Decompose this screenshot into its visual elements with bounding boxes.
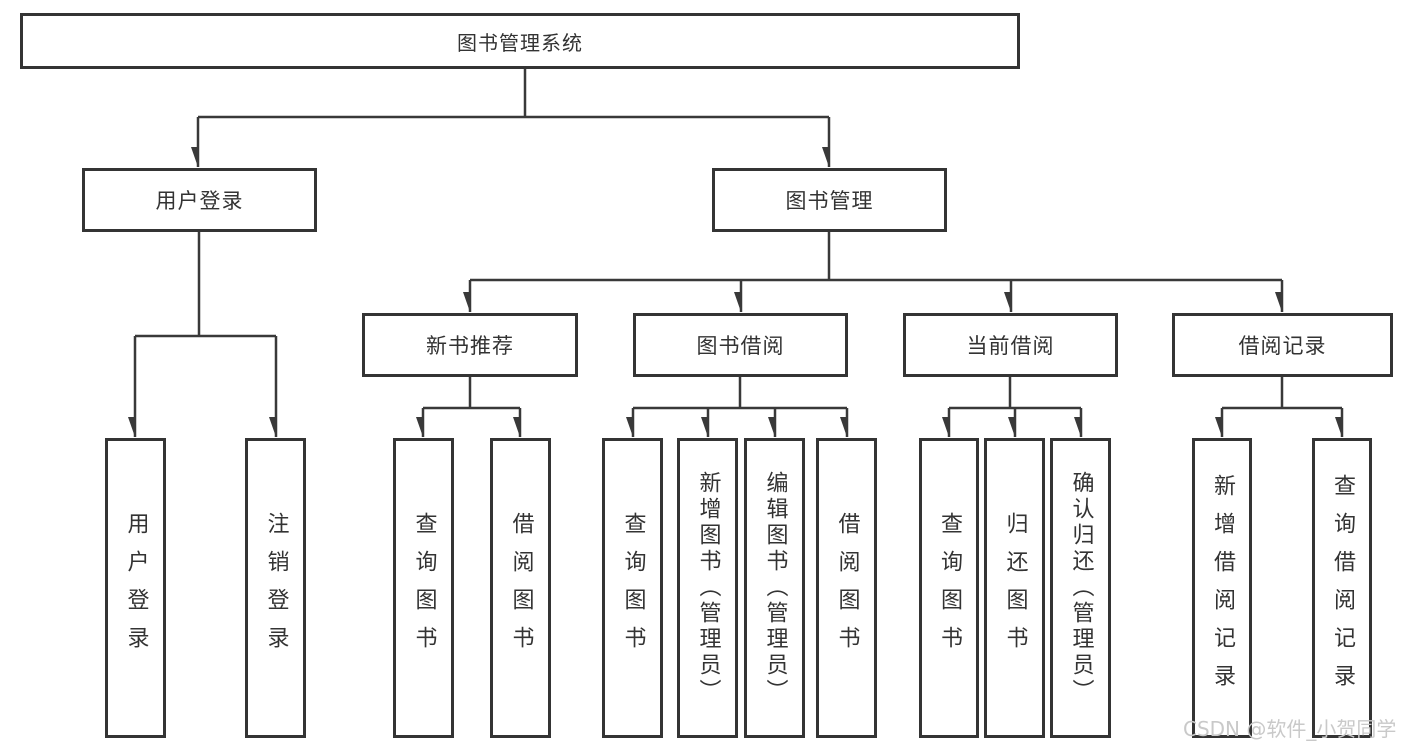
- node-label: 图书管理: [785, 189, 874, 213]
- node-label: 借阅图书: [834, 512, 860, 664]
- node-label: 查询图书: [620, 512, 646, 664]
- node-label: 新增借阅记录: [1210, 474, 1235, 702]
- node-label: 当前借阅: [966, 334, 1055, 358]
- node-book-borrowing: 图书借阅: [633, 313, 848, 377]
- node-label: 注销登录: [263, 512, 289, 664]
- node-label: 新书推荐: [426, 334, 514, 358]
- leaf-query-books-current: 查询图书: [919, 438, 979, 738]
- node-current-borrowing: 当前借阅: [903, 313, 1118, 377]
- leaf-borrow-books-recommendation: 借阅图书: [490, 438, 551, 738]
- node-label: 新增图书（管理员）: [695, 471, 721, 705]
- leaf-user-login: 用户登录: [105, 438, 166, 738]
- node-label: 图书管理系统: [457, 30, 583, 55]
- leaf-confirm-return-admin: 确认归还（管理员）: [1050, 438, 1111, 738]
- leaf-query-books-borrowing: 查询图书: [602, 438, 663, 738]
- node-label: 查询借阅记录: [1330, 474, 1355, 702]
- node-library-management-system: 图书管理系统: [20, 13, 1020, 69]
- node-label: 查询图书: [411, 512, 437, 664]
- watermark: CSDN @软件_小贺同学: [1183, 717, 1397, 741]
- leaf-return-book: 归还图书: [984, 438, 1045, 738]
- node-user-login-group: 用户登录: [82, 168, 317, 232]
- node-label: 图书借阅: [696, 334, 785, 358]
- node-label: 归还图书: [1002, 512, 1028, 664]
- node-label: 编辑图书（管理员）: [762, 471, 788, 705]
- node-label: 用户登录: [123, 512, 149, 664]
- node-label: 借阅记录: [1238, 334, 1327, 358]
- node-label: 用户登录: [155, 189, 244, 213]
- node-label: 确认归还（管理员）: [1068, 471, 1094, 705]
- leaf-add-borrow-record: 新增借阅记录: [1192, 438, 1252, 738]
- leaf-edit-book-admin: 编辑图书（管理员）: [744, 438, 805, 738]
- node-borrowing-records: 借阅记录: [1172, 313, 1393, 377]
- leaf-logout: 注销登录: [245, 438, 306, 738]
- leaf-borrow-books-borrowing: 借阅图书: [816, 438, 877, 738]
- node-book-management: 图书管理: [712, 168, 947, 232]
- leaf-query-borrow-record: 查询借阅记录: [1312, 438, 1372, 738]
- leaf-query-books-recommendation: 查询图书: [393, 438, 454, 738]
- node-label: 查询图书: [937, 512, 962, 664]
- leaf-add-book-admin: 新增图书（管理员）: [677, 438, 738, 738]
- node-label: 借阅图书: [508, 512, 534, 664]
- node-new-book-recommendation: 新书推荐: [362, 313, 578, 377]
